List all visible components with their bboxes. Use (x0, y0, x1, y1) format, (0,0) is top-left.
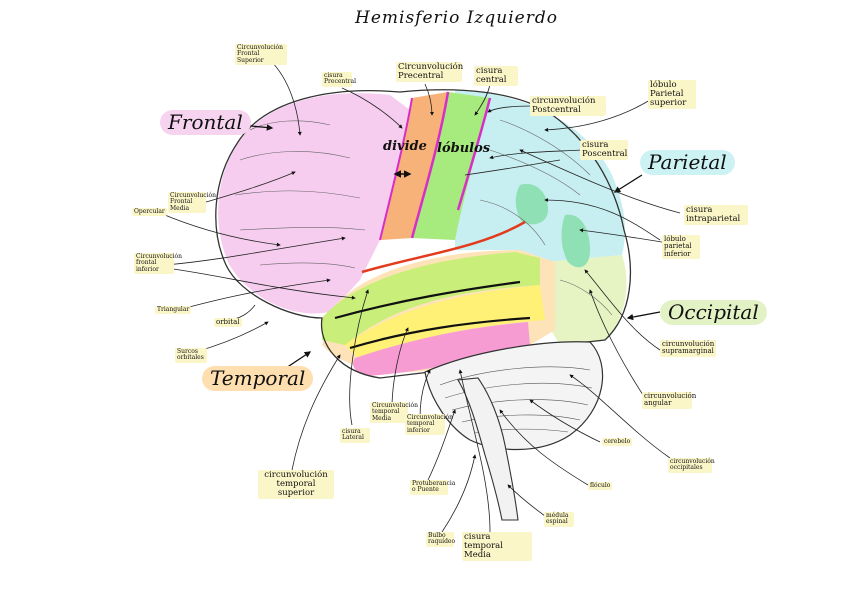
cerebellum (424, 341, 604, 451)
brainstem (457, 377, 519, 521)
frontal-lobe (218, 93, 410, 314)
label-circ-occipitales: circunvolución occipitales (668, 458, 715, 473)
label-medula: médula espinal (544, 512, 574, 527)
gyri-sketch-lines (234, 119, 613, 316)
label-circ-frontal-inf: Circunvolución frontal inferior (134, 253, 183, 274)
label-opercular: Opercular (132, 208, 167, 217)
parietal-inferior-patch (561, 214, 590, 268)
occipital-lobe (545, 255, 627, 345)
label-cisura-precentral: cisura Precentral (322, 72, 357, 87)
center-word-lobulos: lóbulos (437, 141, 491, 156)
postcentral-gyrus (412, 92, 490, 240)
precentral-sulcus-line (379, 97, 413, 241)
parietal-superior-patch (515, 183, 548, 225)
label-protuberancia: Protuberancia o Puente (410, 480, 456, 495)
label-circ-postcentral: circunvolución Postcentral (530, 96, 606, 116)
label-cisura-temp-media: cisura temporal Media (462, 532, 532, 561)
label-circ-temporal-media: Circunvolución temporal Media (370, 402, 419, 423)
diagram-title: Hemisferio Izquierdo (355, 8, 558, 28)
label-circ-supramarginal: circunvolución supramarginal (660, 340, 716, 357)
label-surcos-orbitales: Surcos orbitales (175, 348, 207, 363)
superior-temporal-gyrus (322, 252, 540, 345)
label-cerebelo: cerebelo (602, 438, 633, 447)
lobe-label-frontal: Frontal (160, 110, 251, 135)
lobe-label-temporal: Temporal (202, 366, 314, 391)
postcentral-sulcus-line (456, 97, 492, 211)
label-cisura-poscentral: cisura Poscentral (580, 140, 628, 160)
label-orbital: orbital (214, 318, 242, 328)
label-bulbo: Bulbo raquídeo (426, 532, 456, 547)
middle-temporal-gyrus (345, 285, 545, 360)
label-cisura-central: cisura central (474, 66, 518, 86)
label-circ-frontal-sup: Circunvolución Frontal Superior (235, 44, 287, 65)
label-lobulo-parietal-sup: lóbulo Parietal superior (648, 80, 696, 109)
label-circ-precentral: Circunvolución Precentral (396, 62, 464, 82)
label-circ-temporal-inf: Circunvolución temporal inferior (405, 414, 454, 435)
label-cisura-intraparietal: cisura intraparietal (684, 205, 748, 225)
central-sulcus-line (410, 91, 450, 239)
lobe-label-occipital: Occipital (660, 300, 767, 325)
inferior-temporal-sulcus (349, 316, 531, 350)
label-circ-temp-sup: circunvolución temporal superior (258, 470, 334, 499)
label-triangular: Triangular (155, 306, 192, 315)
center-word-divide: divide (383, 139, 427, 154)
lateral-fissure-line (361, 220, 526, 274)
label-lobulo-parietal-inf: lóbulo parietal inferior (662, 235, 700, 260)
label-circ-angular: circunvolución angular (642, 392, 697, 409)
precentral-gyrus (380, 92, 448, 240)
lobe-label-parietal: Parietal (640, 150, 735, 175)
superior-temporal-sulcus (334, 280, 521, 320)
label-circ-frontal-media: Circunvolución Frontal Media (168, 192, 217, 213)
label-floculo: flóculo (588, 482, 613, 491)
label-cisura-lateral: cisura Lateral (340, 428, 370, 443)
parietal-lobe (455, 90, 625, 262)
